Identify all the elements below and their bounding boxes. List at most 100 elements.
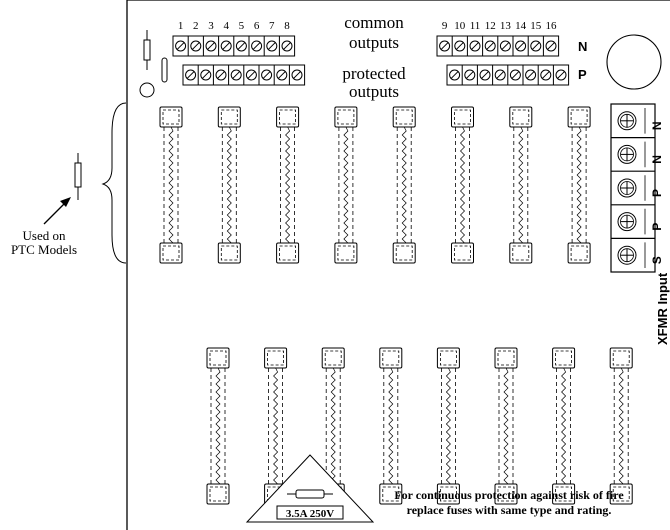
common-outputs-label: common (344, 13, 404, 32)
terminal-number: 5 (239, 20, 245, 32)
terminal-number: 2 (193, 20, 199, 32)
terminal-number: 8 (284, 20, 290, 32)
glass-fuse (264, 347, 288, 505)
glass-fuse (436, 347, 460, 505)
protected-outputs-label-line2: outputs (349, 82, 399, 101)
terminal-number: 13 (500, 20, 512, 32)
terminal-screw-icon (449, 69, 461, 81)
callout-arrow (43, 197, 71, 225)
fire-warning-line1: For continuous protection against risk o… (394, 488, 624, 502)
terminal-number: 15 (530, 20, 542, 32)
terminal-screw-icon (230, 69, 242, 81)
xfmr-terminal-label: S (650, 256, 664, 264)
terminal-number: 10 (454, 20, 466, 32)
board-outline (126, 0, 670, 530)
terminal-screw-icon (454, 40, 466, 52)
terminal-screw-icon (245, 69, 257, 81)
glass-fuse (334, 106, 358, 264)
glass-fuse (451, 106, 474, 264)
used-on-label: Used on (23, 228, 66, 243)
common-outputs-terminal-strip-right (436, 35, 560, 57)
ptc-bracket (101, 102, 127, 264)
terminal-screw-icon (281, 40, 293, 52)
glass-fuse (217, 106, 241, 264)
xfmr-terminal-label: N (650, 155, 664, 164)
fuse-rating-label: 3.5A 250V (286, 508, 334, 520)
terminal-screw-icon (190, 40, 202, 52)
glass-fuse (567, 106, 591, 264)
terminal-number: 3 (208, 20, 214, 32)
fuse-symbol-icon (287, 489, 333, 499)
terminal-screw-icon (509, 69, 521, 81)
terminal-number: 7 (269, 20, 275, 32)
terminal-number: 1 (178, 20, 184, 32)
terminal-screw-icon (291, 69, 303, 81)
terminal-screw-icon (530, 40, 542, 52)
terminal-screw-icon (469, 40, 481, 52)
protected-outputs-label: protected (342, 64, 406, 83)
terminal-screw-icon (555, 69, 567, 81)
terminal-screw-icon (220, 40, 232, 52)
terminal-screw-icon (525, 69, 537, 81)
terminal-screw-icon (185, 69, 197, 81)
row-p-label: P (578, 67, 587, 82)
terminal-screw-icon (464, 69, 476, 81)
capacitor-component (606, 34, 662, 90)
terminal-screw-icon (484, 40, 496, 52)
glass-fuse (552, 347, 576, 505)
protected-outputs-terminal-strip-right (446, 64, 570, 86)
terminal-number: 12 (485, 20, 496, 32)
resistor-component (161, 57, 168, 83)
terminal-screw-icon (266, 40, 278, 52)
terminal-screw-icon (175, 40, 187, 52)
terminal-number: 11 (470, 20, 481, 32)
terminal-number: 14 (515, 20, 527, 32)
glass-fuse (379, 347, 403, 505)
terminal-screw-icon (540, 69, 552, 81)
terminal-screw-icon (276, 69, 288, 81)
ptc-models-label: PTC Models (11, 242, 77, 257)
common-outputs-label-line2: outputs (349, 33, 399, 52)
terminal-screw-icon (617, 245, 637, 265)
terminal-screw-icon (261, 69, 273, 81)
fuse-row-top (159, 106, 591, 264)
terminal-screw-icon (617, 212, 637, 232)
glass-fuse (494, 347, 518, 505)
glass-fuse (609, 347, 633, 505)
terminal-screw-icon (479, 69, 491, 81)
glass-fuse (276, 106, 300, 264)
xfmr-terminal-label: P (650, 189, 664, 197)
terminal-screw-icon (617, 111, 637, 131)
fuse-row-bottom (206, 347, 633, 505)
protected-outputs-terminal-strip-left (182, 64, 306, 86)
common-outputs-terminal-strip-left (172, 35, 296, 57)
fuse-warning-triangle (245, 454, 375, 523)
xfmr-input-terminal-block: N N P P S (610, 103, 664, 273)
diode-component (143, 30, 151, 70)
terminal-number: 16 (546, 20, 558, 32)
glass-fuse (206, 347, 230, 505)
glass-fuse (509, 106, 533, 264)
terminal-screw-icon (617, 178, 637, 198)
terminal-number: 6 (254, 20, 260, 32)
terminal-screw-icon (494, 69, 506, 81)
xfmr-terminal-label: N (650, 121, 664, 130)
xfmr-terminal-label: P (650, 223, 664, 231)
terminal-screw-icon (215, 69, 227, 81)
terminal-screw-icon (439, 40, 451, 52)
terminal-screw-icon (251, 40, 263, 52)
terminal-number: 4 (223, 20, 229, 32)
terminal-screw-icon (200, 69, 212, 81)
glass-fuse (159, 106, 183, 264)
row-n-label: N (578, 39, 587, 54)
terminal-screw-icon (545, 40, 557, 52)
terminal-number: 9 (442, 20, 448, 32)
terminal-screw-icon (617, 144, 637, 164)
terminal-screw-icon (235, 40, 247, 52)
xfmr-input-label: XFMR Input (655, 272, 670, 345)
glass-fuse (392, 106, 416, 264)
led-indicator (139, 82, 155, 98)
